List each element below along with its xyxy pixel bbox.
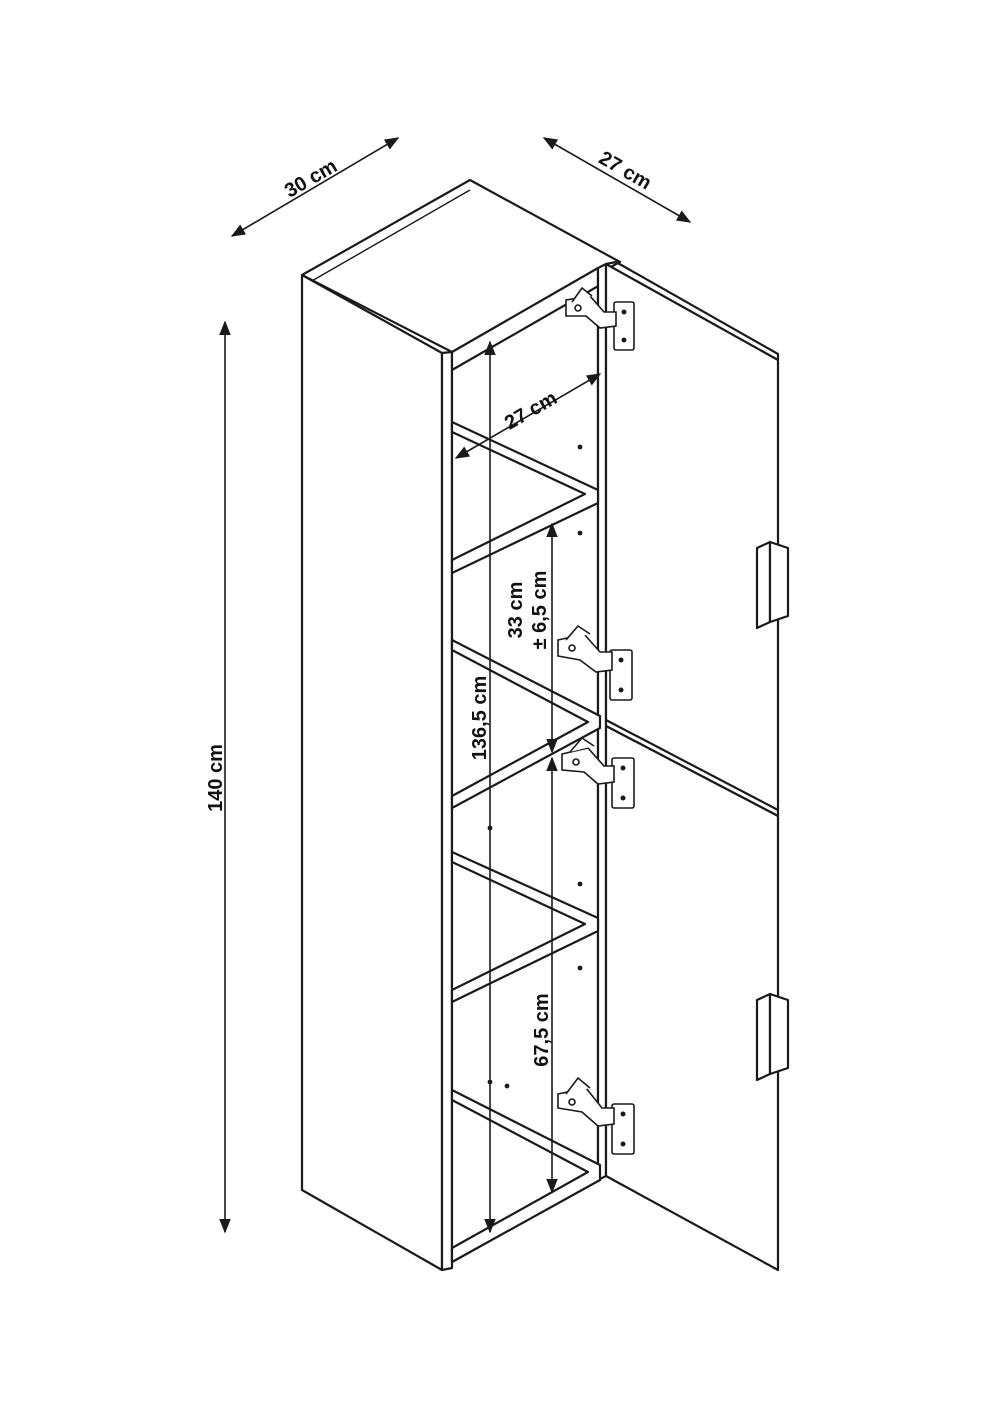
hinge-2 (557, 624, 633, 701)
lower-height-label: 67,5 cm (531, 993, 553, 1066)
top-panel (300, 178, 622, 354)
shelf-spacing-label-2: ± 6,5 cm (529, 571, 551, 650)
dimension-lines (219, 137, 692, 1234)
shelf-spacing-label-1: 33 cm (505, 582, 527, 639)
inner-height-label: 136,5 cm (469, 676, 491, 761)
lower-door (604, 718, 790, 1272)
width-label: 30 cm (281, 155, 341, 202)
inner-depth-dimension-line (454, 373, 602, 459)
shelf-3 (450, 850, 600, 1004)
hinge-1 (565, 286, 635, 351)
shelf-2 (450, 638, 602, 810)
total-height-label: 140 cm (205, 744, 227, 812)
width-dimension-line (230, 137, 400, 237)
lower-door-front (604, 724, 780, 1272)
bottom-shelf (450, 1088, 602, 1264)
hinge-3 (561, 736, 635, 809)
side-panel-edge (440, 350, 454, 1272)
upper-door (604, 260, 790, 818)
shelves (450, 420, 602, 1264)
hinge-4 (557, 1076, 635, 1155)
depth-dimension-line (542, 137, 692, 223)
upper-door-handle (755, 540, 772, 630)
side-panel (300, 273, 444, 1272)
depth-label: 27 cm (595, 147, 655, 194)
lower-door-handle (755, 992, 772, 1082)
